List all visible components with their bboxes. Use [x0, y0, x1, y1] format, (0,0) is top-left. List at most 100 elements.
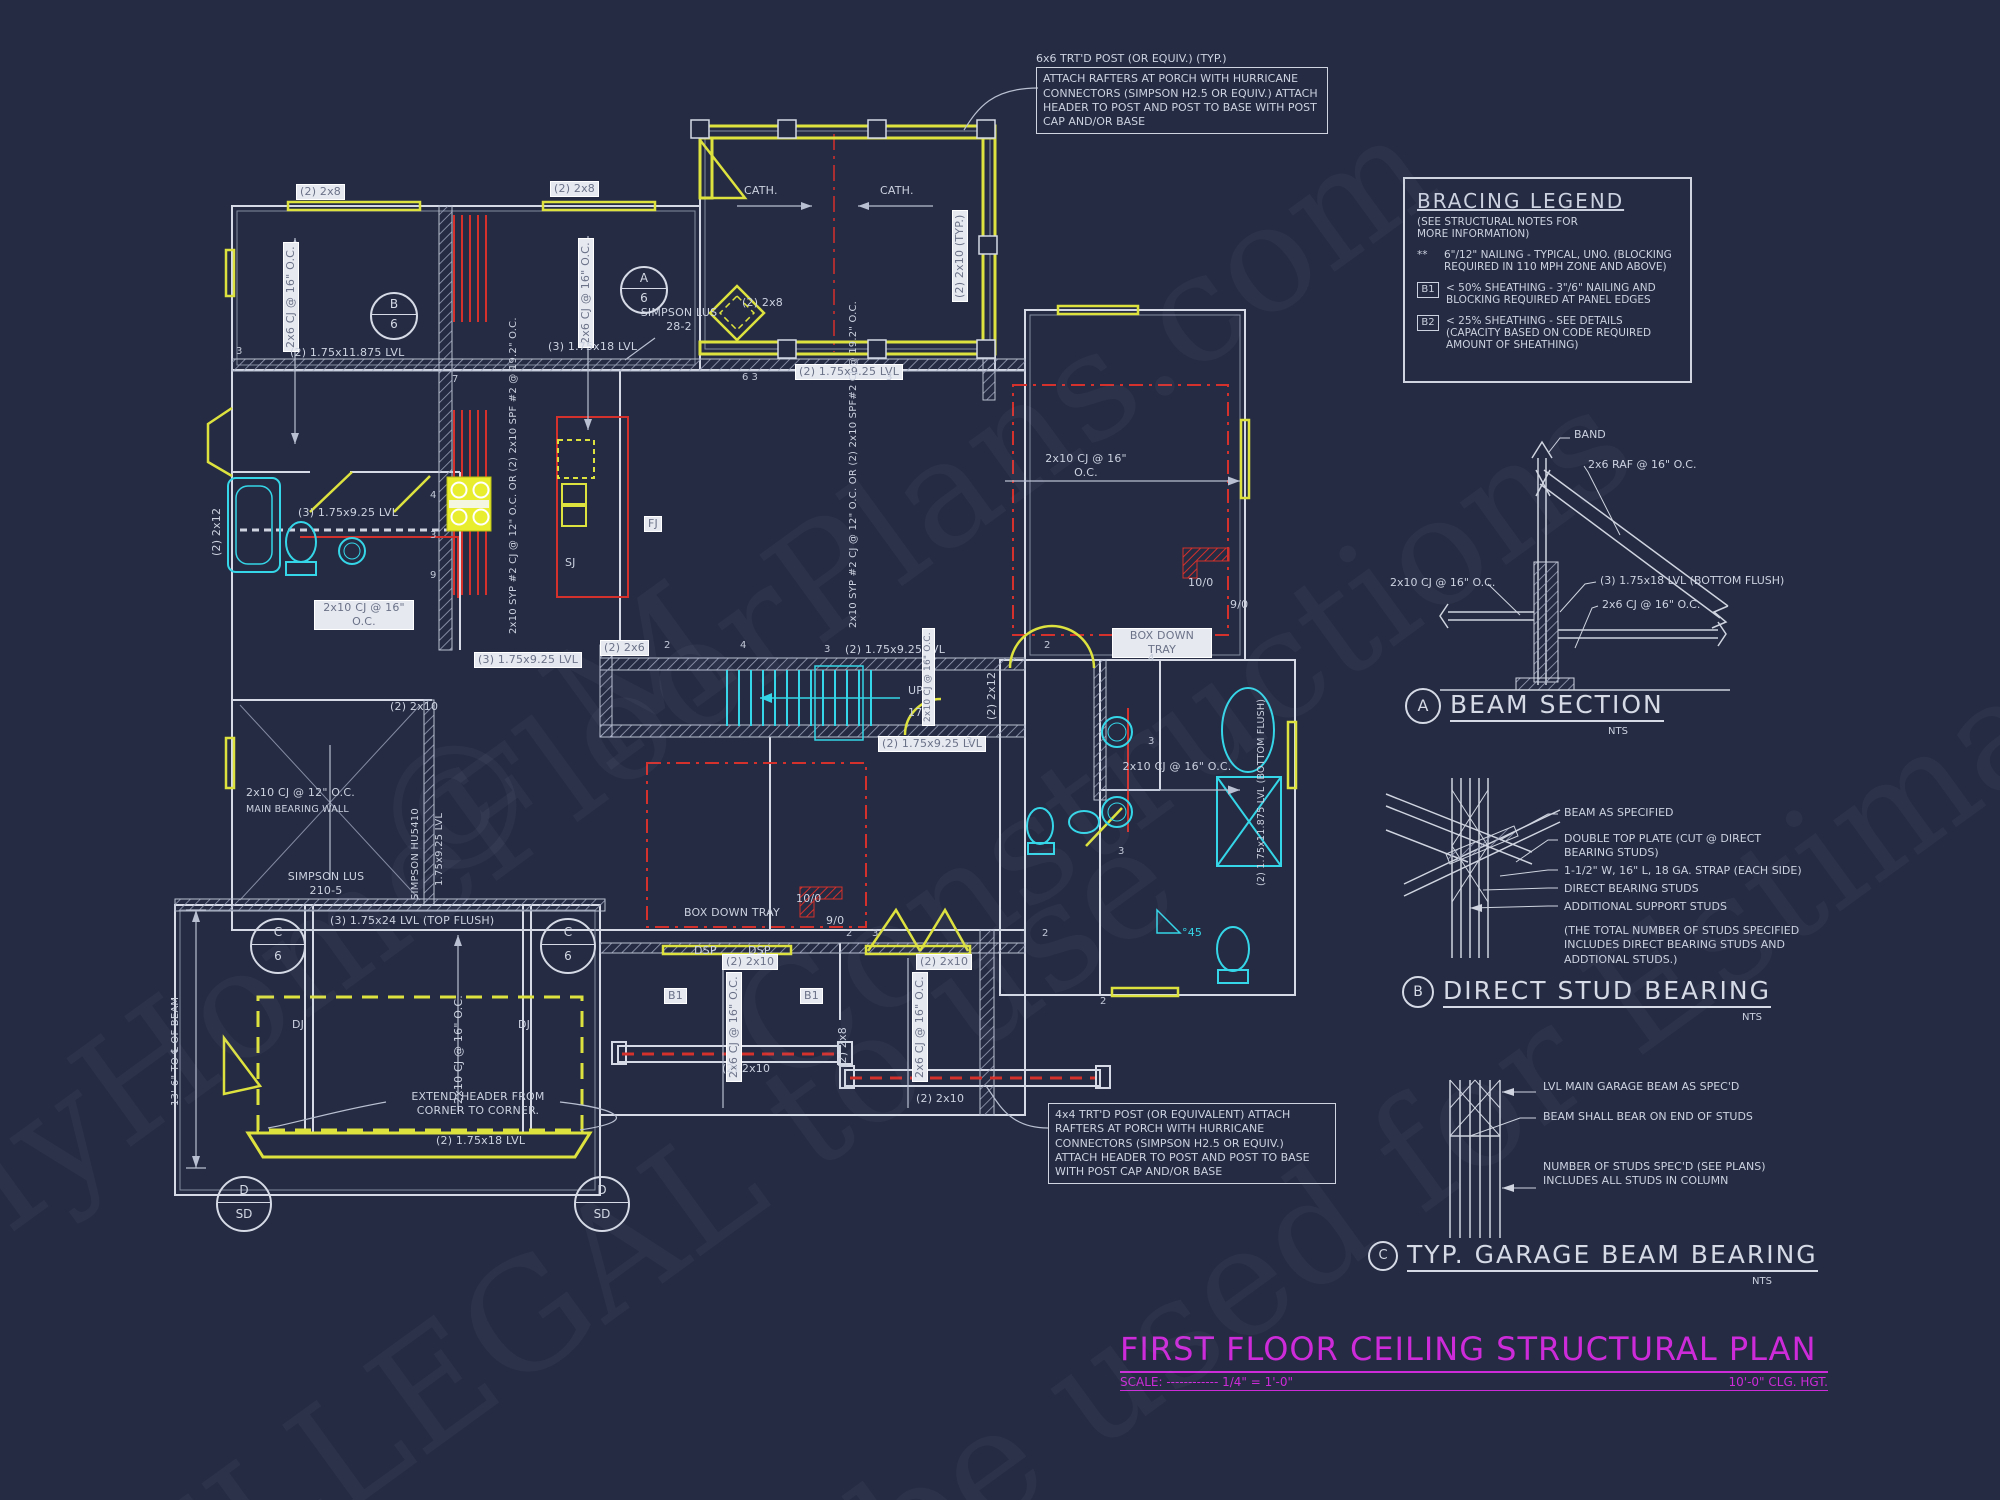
bearing-wall-hatch: [174, 205, 1107, 1116]
stud-count: 3: [1148, 736, 1155, 747]
legend-text: < 25% SHEATHING - SEE DETAILS (CAPACITY …: [1446, 315, 1652, 351]
legend-text: < 50% SHEATHING - 3"/6" NAILING AND BLOC…: [1446, 282, 1656, 306]
detail-callout: BEAM AS SPECIFIED: [1564, 806, 1674, 819]
tray-label: BOX DOWN TRAY: [684, 906, 780, 919]
detail-callout: 2x6 CJ @ 16" O.C.: [1602, 598, 1701, 611]
double-door-arc: [1008, 624, 1053, 669]
stud-count: 2: [846, 928, 853, 939]
stud-count: 2: [664, 640, 671, 651]
stud-count: 3: [966, 736, 973, 747]
joist-tag: DJ: [518, 1018, 531, 1031]
detail-scale: NTS: [1608, 726, 1628, 737]
ceiling-height: 10'-0" CLG. HGT.: [1728, 1375, 1828, 1389]
stud-count: 4: [430, 490, 437, 501]
kitchen-island: [556, 416, 629, 598]
joist-label: 2x10 CJ @ 16" O.C.: [452, 995, 465, 1104]
joist-label: 2x10 CJ @ 12" O.C.: [246, 786, 355, 799]
header-label: (2) 2x8: [742, 296, 783, 309]
post-note-bottom: 4x4 TRT'D POST (OR EQUIVALENT) ATTACH RA…: [1048, 1103, 1336, 1185]
garage-beam: [245, 1131, 593, 1159]
header-label: (2) 2x8: [550, 181, 599, 197]
legend-subtitle: (SEE STRUCTURAL NOTES FOR MORE INFORMATI…: [1417, 216, 1578, 240]
detail-callout: NUMBER OF STUDS SPEC'D (SEE PLANS) INCLU…: [1543, 1160, 1766, 1188]
bracing-tag: B1: [800, 988, 823, 1004]
header-label: (2) 2x10: [916, 954, 973, 970]
header-label: (2) 2x10: [722, 954, 779, 970]
detail-callout: (THE TOTAL NUMBER OF STUDS SPECIFIED INC…: [1564, 924, 1800, 966]
beam-label: (3) 1.75x9.25 LVL: [474, 652, 583, 668]
bearing-wall-label: MAIN BEARING WALL: [246, 804, 349, 815]
french-door-left: [866, 907, 922, 952]
bath-left: [227, 477, 366, 576]
detail-title-garage-beam: C TYP. GARAGE BEAM BEARING: [1368, 1240, 1818, 1272]
detail-callout: 2x6 RAF @ 16" O.C.: [1588, 458, 1697, 471]
stud-cluster-top: [453, 215, 487, 322]
cyan-fixtures: [227, 477, 1282, 984]
beam-label: (2) 1.75x18 LVL: [436, 1134, 526, 1147]
detail-title-direct-stud: B DIRECT STUD BEARING: [1402, 976, 1771, 1008]
detail-callout: ADDITIONAL SUPPORT STUDS: [1564, 900, 1727, 913]
stud-count: 3: [886, 372, 893, 383]
door-leaf: [309, 471, 353, 513]
header-label: (2) 2x8: [296, 184, 345, 200]
beam-label: (2) 2x12: [985, 671, 998, 720]
joist-label: 2x6 CJ @ 16" O.C.: [912, 972, 928, 1082]
beam-label: (2) 1.75x11.875 LVL (BOTTOM FLUSH): [1256, 698, 1267, 886]
stud-count: 9: [430, 570, 437, 581]
joist-label: 2x10 CJ @ 16" O.C.: [922, 628, 936, 726]
garage-side-door: [222, 1034, 263, 1096]
dsp-label: DSP: [748, 944, 771, 957]
stud-count: 7: [452, 374, 459, 385]
detail-callout: 2x10 CJ @ 16" O.C.: [1390, 576, 1496, 589]
joist-label: 2x6 CJ @ 16" O.C.: [578, 238, 594, 348]
detail-callout: BEAM SHALL BEAR ON END OF STUDS: [1543, 1110, 1753, 1123]
bath-wall: [300, 536, 459, 598]
joist-tag: SJ: [565, 556, 576, 569]
stud-count: 3: [236, 346, 243, 357]
dsp-label: DSP: [694, 944, 717, 957]
tray-ceiling-master: [1012, 384, 1229, 636]
stud-count: 2: [1100, 996, 1107, 1007]
stud-count: 3: [1118, 846, 1125, 857]
beam-label: (3) 1.75x18 LVL: [548, 340, 638, 353]
beam-label: (2) 1.75x11.875 LVL: [290, 346, 405, 359]
joist-tag: DJ: [292, 1018, 305, 1031]
legend-symbol: B1: [1417, 282, 1439, 298]
detail-callout: LVL MAIN GARAGE BEAM AS SPEC'D: [1543, 1080, 1740, 1093]
opening-label: 10/0: [796, 892, 822, 905]
note-heading: 6x6 TRT'D POST (OR EQUIV.) (TYP.): [1036, 52, 1227, 65]
corner-hatch-1: [1182, 547, 1230, 579]
detail-callout: DIRECT BEARING STUDS: [1564, 882, 1699, 895]
master-bath: [1101, 687, 1282, 984]
beam-label: 1.75x9.25 LVL: [434, 812, 445, 886]
stud-count: 6 3: [742, 372, 758, 383]
stud-count: 3: [872, 928, 879, 939]
connector-label: SIMPSON LUS 28-2: [640, 306, 718, 333]
bracing-legend: BRACING LEGEND (SEE STRUCTURAL NOTES FOR…: [1403, 177, 1692, 383]
dimension-label: 13'-6" TO ℄ OF BEAM: [170, 996, 181, 1106]
detail-letter: C: [1368, 1241, 1398, 1271]
legend-title: BRACING LEGEND: [1417, 189, 1625, 213]
note-body: ATTACH RAFTERS AT PORCH WITH HURRICANE C…: [1036, 67, 1328, 135]
detail-scale: NTS: [1752, 1276, 1772, 1287]
header-label: (2) 2x8: [836, 1027, 849, 1068]
tray-ceiling-bed2: [646, 762, 867, 928]
angle-label: °45: [1182, 926, 1203, 939]
beam-label: (2) 1.75x9.25 LVL: [878, 736, 987, 752]
beam-label: (3) 1.75x24 LVL (TOP FLUSH): [330, 914, 495, 927]
detail-title-text: BEAM SECTION: [1450, 690, 1664, 722]
detail-callout: 1-1/2" W, 16" L, 18 GA. STRAP (EACH SIDE…: [1564, 864, 1802, 877]
detail-letter: A: [1405, 688, 1441, 724]
bracing-tag: B1: [664, 988, 687, 1004]
garage-header-dashed: [256, 995, 584, 1132]
stud-count: 3: [824, 644, 831, 655]
french-door-right: [918, 907, 970, 952]
beam-label: (2) 1.75x9.25 LVL: [845, 643, 946, 656]
porch-beam-top: [698, 124, 997, 140]
